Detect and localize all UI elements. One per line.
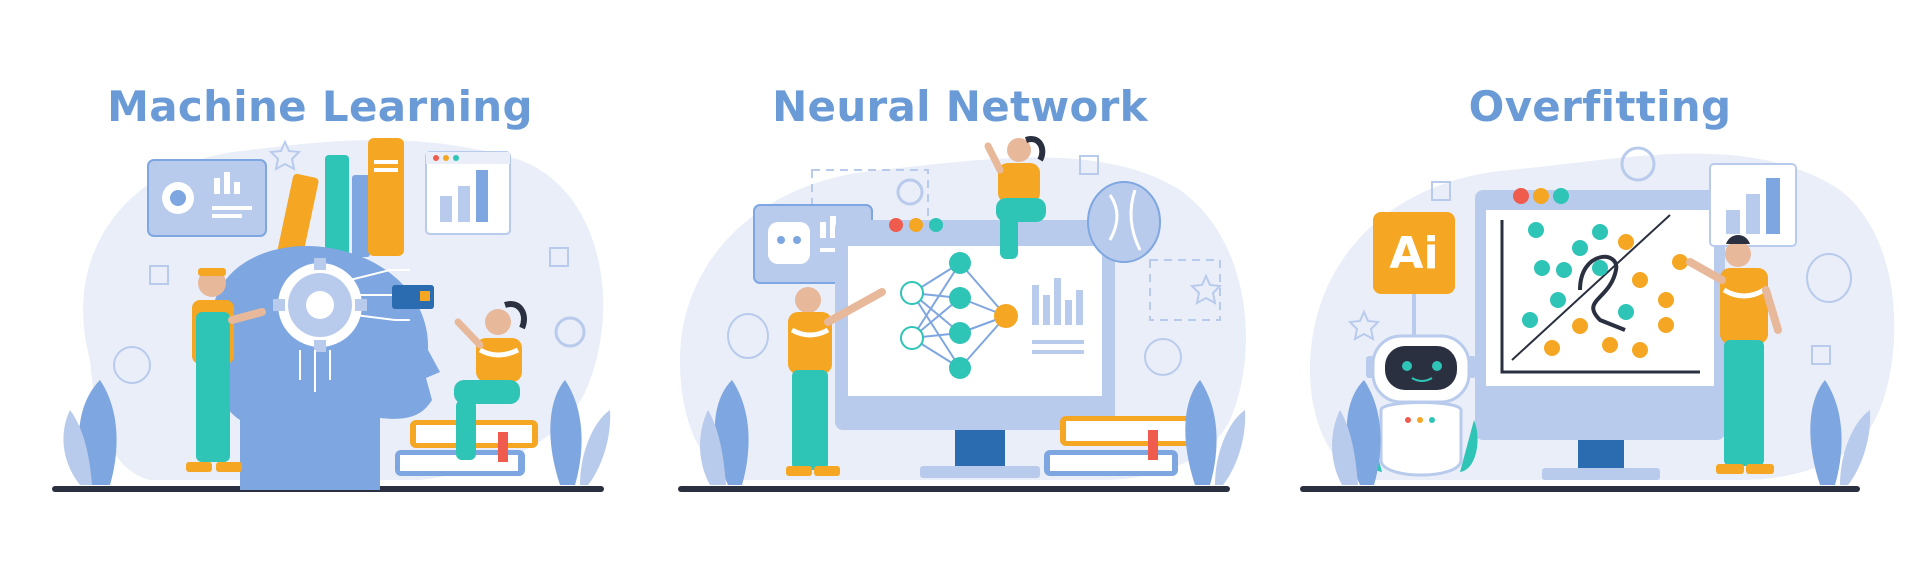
ai-badge-icon: Ai (1373, 212, 1455, 294)
star-icon (1189, 273, 1223, 305)
gear-icon (273, 258, 367, 352)
bar-chart-icon (1032, 278, 1084, 354)
plant-right-icon (550, 380, 611, 485)
settings-card-icon (147, 159, 267, 237)
star-icon (268, 139, 302, 171)
bar-chart-card-icon (1709, 163, 1797, 247)
panel-machine-learning: Machine Learning (0, 0, 640, 586)
overfitting-illustration: Ai (1300, 146, 1895, 492)
books-stack-icon (277, 138, 404, 259)
ai-badge-label: Ai (1389, 228, 1438, 279)
scatter-plot-icon (1500, 214, 1700, 374)
star-icon (1347, 309, 1381, 341)
checkbox-icon (1079, 155, 1099, 175)
man-overalls-figure (186, 268, 266, 472)
machine-learning-illustration (52, 138, 611, 492)
checkbox-icon (1431, 181, 1451, 201)
neural-network-diagram-icon (900, 252, 1018, 379)
brain-outline-icon (727, 313, 769, 359)
panel-overfitting: Overfitting (1280, 0, 1920, 586)
checkbox-icon (549, 247, 569, 267)
brain-outline-icon (1806, 253, 1852, 303)
woman-figure (454, 301, 527, 460)
checkbox-icon (149, 265, 169, 285)
man-figure (1686, 235, 1782, 474)
ground-line (1300, 486, 1860, 492)
gear-outline-icon (1620, 146, 1656, 182)
circuit-lines-icon (299, 269, 410, 392)
panel-neural-network: Neural Network (640, 0, 1280, 586)
pie-chart-icon (1144, 338, 1182, 376)
gear-outline-icon (554, 316, 586, 348)
plant-left-icon (1332, 380, 1381, 485)
brain-icon (1087, 181, 1161, 263)
pie-chart-icon (113, 346, 151, 384)
panel-title: Neural Network (772, 82, 1148, 131)
plant-left-icon (700, 380, 749, 485)
neural-network-illustration (678, 136, 1246, 492)
ground-line (678, 486, 1230, 492)
bar-chart-card-icon (425, 151, 511, 235)
book-pile-icon (1044, 416, 1192, 476)
dashed-frame (1149, 259, 1221, 321)
man-pointing-figure (786, 287, 886, 476)
plant-left-icon (63, 380, 117, 485)
panel-title: Machine Learning (107, 82, 533, 131)
plant-right-icon (1810, 380, 1871, 485)
panel-title: Overfitting (1468, 82, 1732, 131)
monitor-icon (835, 218, 1115, 478)
checkbox-icon (1811, 345, 1831, 365)
head-silhouette-icon (208, 245, 440, 490)
gear-outline-icon (896, 178, 924, 206)
woman-figure (984, 136, 1046, 259)
plant-right-icon (1185, 380, 1246, 485)
antenna-line (1412, 294, 1416, 340)
